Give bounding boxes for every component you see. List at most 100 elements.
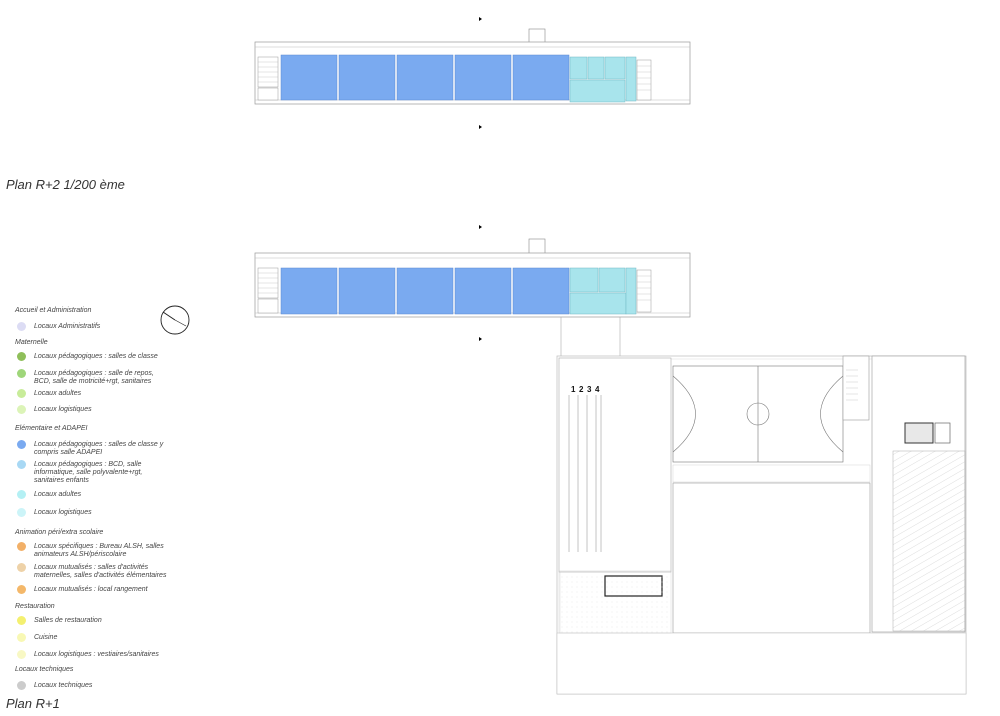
legend-swatch-icon [17, 490, 26, 499]
r1-support-2 [598, 267, 626, 293]
legend-item: Cuisine [17, 633, 169, 642]
classroom [396, 267, 454, 315]
plan-r2-title: Plan R+2 1/200 ème [6, 177, 125, 192]
legend-item-label: Locaux mutualisés : salles d'activités m… [34, 564, 167, 579]
track-number-3: 3 [587, 385, 592, 394]
compass-icon [160, 305, 190, 335]
plan-r1-title: Plan R+1 [6, 696, 60, 711]
classroom [396, 54, 454, 101]
legend-swatch-icon [17, 369, 26, 378]
classroom [454, 54, 512, 101]
legend-item: Locaux adultes [17, 389, 169, 398]
legend-swatch-icon [17, 389, 26, 398]
legend-swatch-icon [17, 681, 26, 690]
legend-item-label: Locaux Administratifs [34, 323, 101, 330]
plan-r1 [254, 225, 691, 356]
legend-item: Locaux adultes [17, 490, 169, 499]
legend-group-title: Locaux techniques [15, 666, 74, 673]
hatched-area [892, 450, 966, 632]
legend-group-title: Maternelle [15, 339, 48, 346]
r2-classrooms [280, 54, 570, 101]
center-circle [746, 402, 770, 426]
r2-support-2 [587, 56, 605, 80]
classroom [512, 54, 570, 101]
track-number-4: 4 [595, 385, 600, 394]
legend-item-label: Cuisine [34, 634, 58, 641]
legend-item-label: Locaux mutualisés : local rangement [34, 586, 148, 593]
legend-item: Locaux logistiques : vestiaires/sanitair… [17, 650, 169, 659]
classroom [338, 54, 396, 101]
legend-item-label: Locaux logistiques [34, 406, 92, 413]
legend-item-label: Locaux pédagogiques : BCD, salle informa… [34, 461, 143, 484]
r1-support-hall [569, 292, 627, 315]
legend-group-title: Animation péri/extra scolaire [15, 529, 104, 536]
legend-swatch-icon [17, 322, 26, 331]
classroom [512, 267, 570, 315]
legend-item: Locaux Administratifs [17, 322, 169, 331]
legend-item-label: Locaux spécifiques : Bureau ALSH, salles… [34, 543, 164, 558]
plan-r2 [254, 17, 691, 129]
site-plan: 1 2 3 4 [556, 355, 967, 695]
legend-item: Locaux pédagogiques : salles de classe [17, 352, 169, 361]
stair-tower-r1 [528, 238, 546, 256]
section-marker-bottom [479, 125, 482, 129]
legend-item: Salles de restauration [17, 616, 169, 625]
legend-item: Locaux mutualisés : local rangement [17, 585, 169, 594]
legend-item: Locaux pédagogiques : salles de classe y… [17, 440, 169, 457]
legend-item: Locaux logistiques [17, 405, 169, 414]
technical-room-2 [934, 422, 951, 444]
legend-swatch-icon [17, 440, 26, 449]
section-marker-bottom-r1 [479, 337, 482, 341]
classroom [280, 267, 338, 315]
legend-swatch-icon [17, 585, 26, 594]
track-number-2: 2 [579, 385, 584, 394]
r2-support-1 [569, 56, 588, 80]
legend-item: Locaux logistiques [17, 508, 169, 517]
legend-item-label: Salles de restauration [34, 617, 102, 624]
stair-right-r1 [636, 269, 652, 313]
r2-support-4 [625, 56, 637, 102]
legend-swatch-icon [17, 508, 26, 517]
legend-swatch-icon [17, 650, 26, 659]
legend-swatch-icon [17, 460, 26, 469]
legend-swatch-icon [17, 352, 26, 361]
legend-swatch-icon [17, 633, 26, 642]
classroom [338, 267, 396, 315]
legend-item-label: Locaux pédagogiques : salle de repos, BC… [34, 370, 154, 385]
legend-group-title: Accueil et Administration [15, 307, 92, 314]
technical-room-1 [904, 422, 934, 444]
legend-item-label: Locaux adultes [34, 390, 82, 397]
legend-item-label: Locaux pédagogiques : salles de classe y… [34, 441, 164, 456]
legend-item-label: Locaux adultes [34, 491, 82, 498]
legend-group-title: Elémentaire et ADAPEI [15, 425, 88, 432]
legend-swatch-icon [17, 616, 26, 625]
legend-group-title: Restauration [15, 603, 55, 610]
section-marker-top [479, 17, 482, 21]
track-area [558, 357, 672, 573]
r2-support-hall [569, 79, 626, 103]
section-marker-top-r1 [479, 225, 482, 229]
legend-item: Locaux mutualisés : salles d'activités m… [17, 563, 169, 580]
running-track [568, 395, 602, 552]
r2-support-3 [604, 56, 626, 80]
classroom [454, 267, 512, 315]
legend-item-label: Locaux logistiques [34, 509, 92, 516]
legend-item: Locaux spécifiques : Bureau ALSH, salles… [17, 542, 169, 559]
classroom [280, 54, 338, 101]
legend-item: Locaux pédagogiques : BCD, salle informa… [17, 460, 169, 485]
central-yard [672, 482, 871, 634]
legend-item-label: Locaux techniques [34, 682, 93, 689]
track-number-1: 1 [571, 385, 576, 394]
r1-classrooms [280, 267, 570, 315]
legend-item-label: Locaux pédagogiques : salles de classe [34, 353, 158, 360]
r1-support-3 [625, 267, 637, 315]
legend-swatch-icon [17, 542, 26, 551]
legend-swatch-icon [17, 405, 26, 414]
r1-support-1 [569, 267, 599, 293]
legend-swatch-icon [17, 563, 26, 572]
legend-item-label: Locaux logistiques : vestiaires/sanitair… [34, 651, 159, 658]
legend-item: Locaux techniques [17, 681, 169, 690]
legend-item: Locaux pédagogiques : salle de repos, BC… [17, 369, 169, 386]
bottom-strip [556, 632, 967, 695]
